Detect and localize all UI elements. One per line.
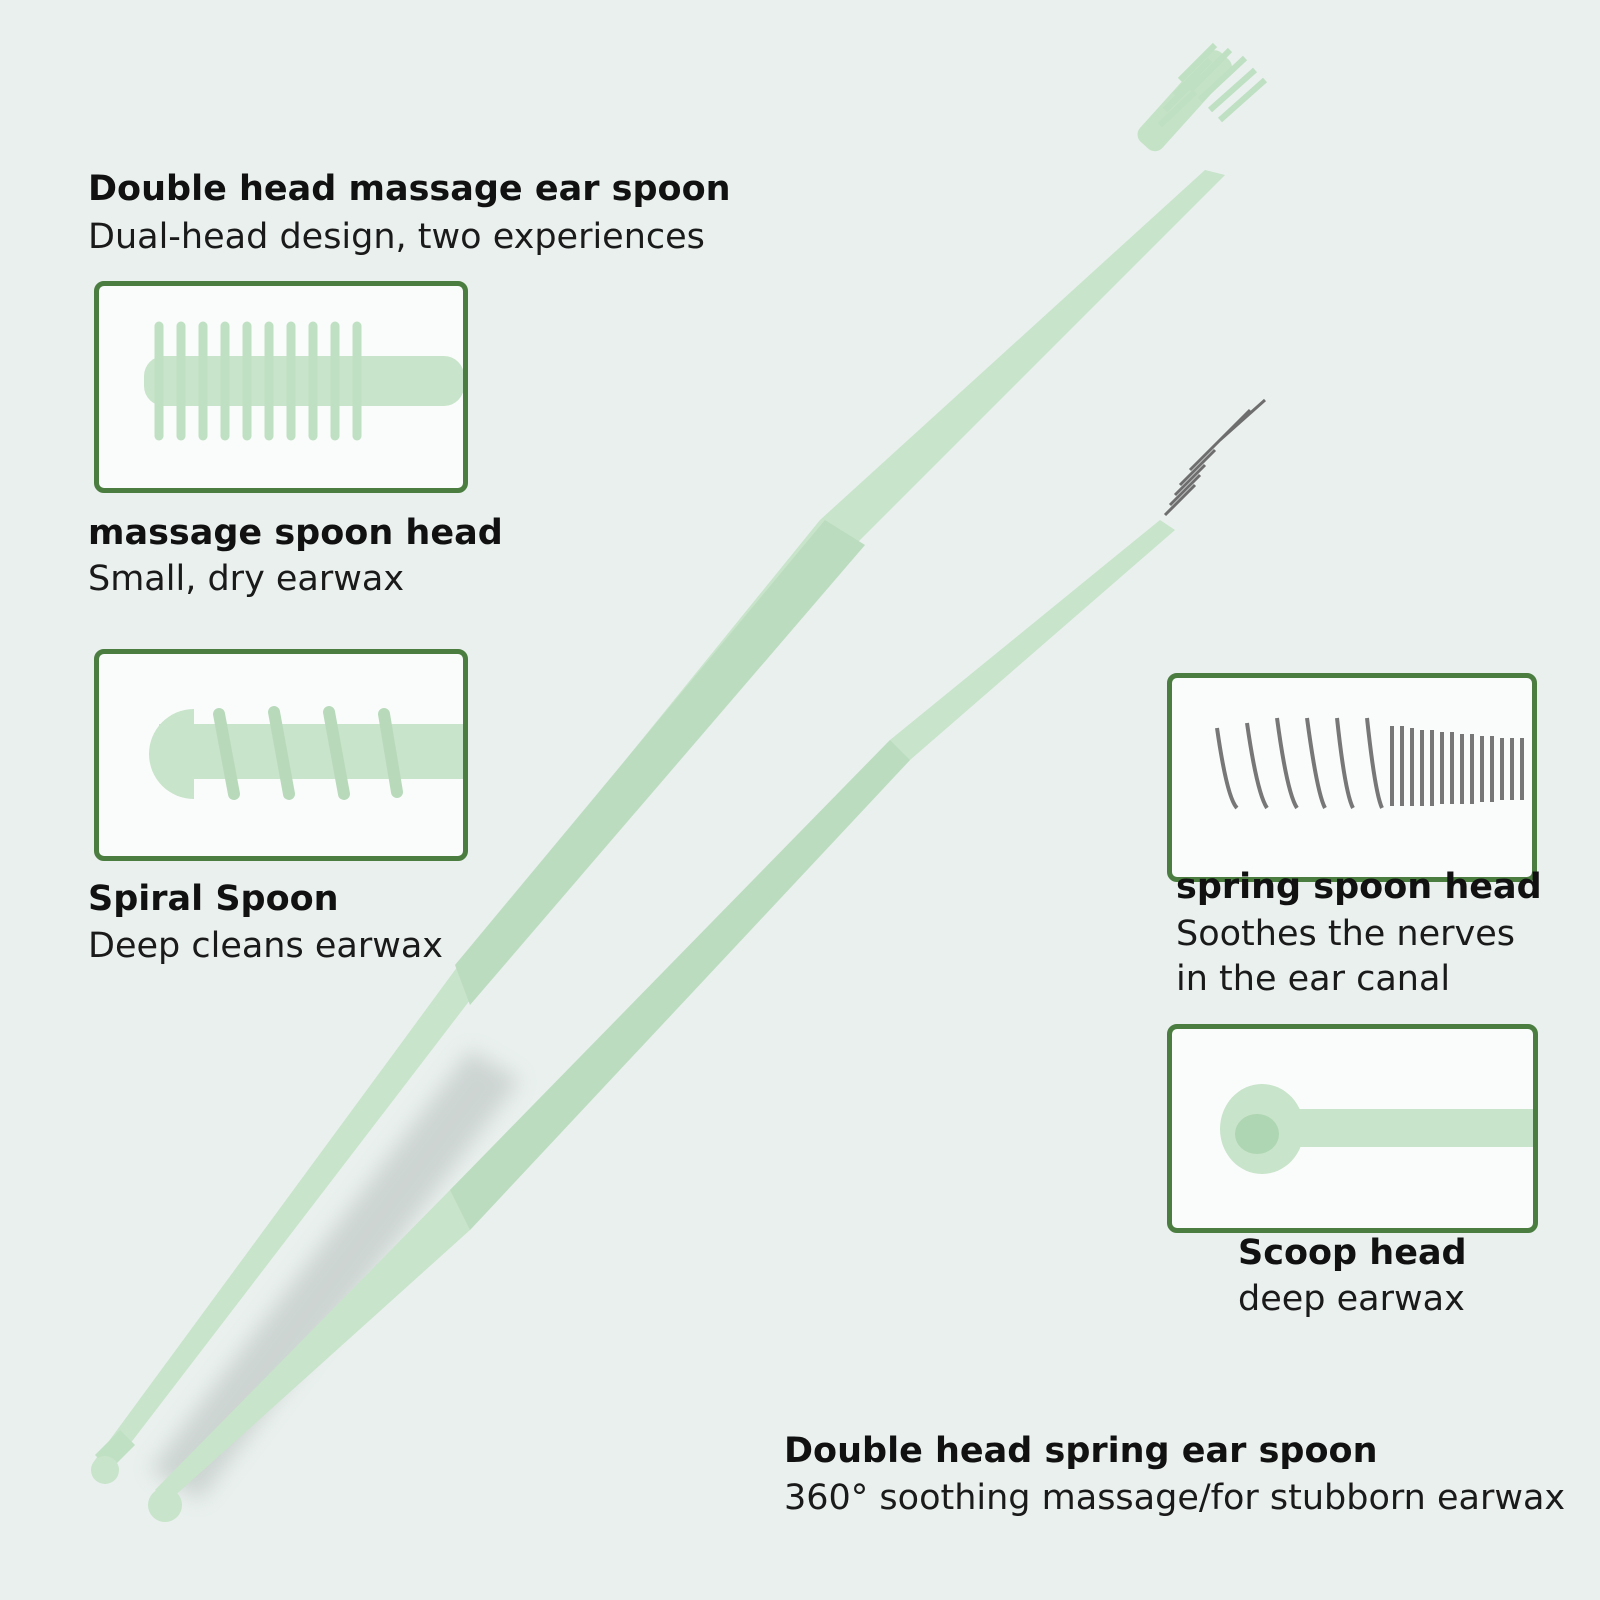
product-1-title: Double head massage ear spoon <box>88 169 731 209</box>
spring-head-subtitle-line1: Soothes the nerves <box>1176 914 1515 954</box>
spring-ear-spoon-stick <box>148 398 1266 1522</box>
scoop-head-subtitle: deep earwax <box>1238 1279 1465 1319</box>
massage-head-subtitle: Small, dry earwax <box>88 559 405 599</box>
massage-head-title: massage spoon head <box>88 513 503 553</box>
product-2-subtitle: 360° soothing massage/for stubborn earwa… <box>784 1478 1566 1518</box>
product-2-title: Double head spring ear spoon <box>784 1431 1378 1471</box>
spring-head-closeup <box>1167 673 1537 882</box>
scoop-head-closeup <box>1167 1024 1538 1233</box>
spiral-head-title: Spiral Spoon <box>88 879 339 919</box>
spring-coil-image <box>1215 717 1524 810</box>
spiral-head-subtitle: Deep cleans earwax <box>88 926 444 966</box>
spiral-head-image <box>149 706 463 800</box>
scoop-head-image <box>1220 1084 1533 1174</box>
spring-coil <box>1163 398 1266 517</box>
brush-head <box>1137 42 1267 152</box>
scoop-head-title: Scoop head <box>1238 1233 1467 1273</box>
spiral-head-closeup <box>94 649 468 861</box>
brush-head-image <box>144 321 463 441</box>
massage-ear-spoon-stick <box>91 42 1267 1484</box>
massage-head-closeup <box>94 281 468 493</box>
spring-head-subtitle-line2: in the ear canal <box>1176 959 1451 999</box>
spring-head-title: spring spoon head <box>1176 867 1542 907</box>
product-1-subtitle: Dual-head design, two experiences <box>88 217 705 257</box>
